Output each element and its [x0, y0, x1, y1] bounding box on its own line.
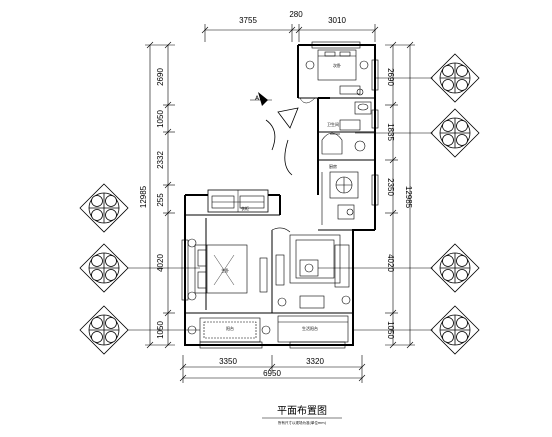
- elevation-symbol-quadrant: [91, 317, 103, 329]
- view-marker-a1: [250, 92, 272, 106]
- elevation-symbol-quadrant: [456, 269, 468, 281]
- dim-right-3: 2350: [386, 178, 395, 196]
- dim-left-2: 1050: [156, 110, 165, 128]
- closet: [211, 195, 265, 209]
- entrance-door: [265, 97, 316, 176]
- elevation-symbol-quadrant: [442, 317, 454, 329]
- elevation-symbol-quadrant: [105, 195, 117, 207]
- elevation-symbol: [430, 243, 480, 293]
- dim-right-total: 12985: [404, 186, 413, 209]
- elevation-symbol-quadrant: [442, 79, 454, 91]
- label-balcony-right: 生活阳台: [302, 325, 318, 331]
- dim-left-total: 12985: [139, 185, 148, 208]
- elevation-symbol-quadrant: [91, 255, 103, 267]
- elevation-symbol-quadrant: [91, 209, 103, 221]
- elevation-symbol: [79, 305, 129, 355]
- right-dimension-chain: [385, 41, 415, 349]
- elevation-symbol-quadrant: [456, 134, 468, 146]
- elevation-symbol-quadrant: [442, 331, 454, 343]
- elevation-reference-symbols: [79, 53, 480, 355]
- dim-top-1: 3755: [239, 16, 257, 25]
- drawing-subtitle: 所有尺寸以现场为准(单位mm): [278, 420, 327, 425]
- drawing-title: 平面布置图: [277, 405, 327, 417]
- small-bedroom: [305, 49, 369, 96]
- elevation-symbol-quadrant: [91, 269, 103, 281]
- elevation-symbol-quadrant: [456, 331, 468, 343]
- elevation-symbol: [79, 183, 129, 233]
- dim-top-2: 280: [289, 10, 303, 19]
- dim-bottom-1: 3350: [219, 357, 237, 366]
- dim-left-4: 255: [156, 193, 165, 207]
- dim-left-5: 4020: [156, 254, 165, 272]
- dim-left-1: 2690: [156, 68, 165, 86]
- bathroom: [321, 101, 372, 155]
- master-bedroom: [187, 238, 268, 301]
- elevation-symbol-quadrant: [456, 120, 468, 132]
- elevation-symbol-quadrant: [456, 317, 468, 329]
- elevation-symbol-quadrant: [442, 65, 454, 77]
- exterior-walls: [184, 44, 376, 346]
- elevation-symbol-quadrant: [456, 255, 468, 267]
- elevation-symbol-quadrant: [91, 195, 103, 207]
- dim-left-3: 2332: [156, 151, 165, 169]
- label-master-bedroom: 主卧: [221, 267, 229, 273]
- elevation-symbol-quadrant: [442, 269, 454, 281]
- dim-bottom-2: 3320: [306, 357, 324, 366]
- elevation-symbol-quadrant: [105, 317, 117, 329]
- label-bedroom-small: 次卧: [333, 62, 341, 68]
- dim-right-1: 2690: [386, 68, 395, 86]
- bottom-dimension-chain: [179, 355, 366, 383]
- elevation-symbol-quadrant: [456, 79, 468, 91]
- elevation-symbol: [430, 53, 480, 103]
- elevation-symbol: [79, 243, 129, 293]
- elevation-symbol-quadrant: [105, 331, 117, 343]
- label-bathroom: 卫生间: [327, 121, 339, 127]
- balcony-right: [277, 315, 349, 343]
- leader-lines: [128, 77, 433, 331]
- dim-top-3: 3010: [328, 16, 346, 25]
- dim-right-2: 1835: [386, 123, 395, 141]
- elevation-symbol: [430, 305, 480, 355]
- living-room: [271, 227, 351, 309]
- dim-right-4: 4020: [386, 254, 395, 272]
- dim-right-5: 1050: [386, 321, 395, 339]
- elevation-symbol-quadrant: [442, 134, 454, 146]
- interior-walls: [185, 97, 375, 314]
- elevation-symbol-quadrant: [442, 120, 454, 132]
- label-kitchen: 厨房: [329, 163, 337, 169]
- kitchen: [321, 171, 359, 225]
- left-dimension-chain: [145, 41, 175, 349]
- dim-bottom-total: 6950: [263, 369, 281, 378]
- label-closet: 衣柜: [241, 205, 249, 211]
- marker-label: A1: [255, 95, 263, 102]
- top-dimension-chain: [201, 24, 379, 42]
- elevation-symbol-quadrant: [91, 331, 103, 343]
- elevation-symbol-quadrant: [105, 269, 117, 281]
- label-balcony-left: 阳台: [226, 325, 234, 331]
- elevation-symbol-quadrant: [105, 209, 117, 221]
- elevation-symbol-quadrant: [456, 65, 468, 77]
- dim-left-6: 1050: [156, 321, 165, 339]
- elevation-symbol-quadrant: [442, 255, 454, 267]
- elevation-symbol-quadrant: [105, 255, 117, 267]
- elevation-symbol: [430, 108, 480, 158]
